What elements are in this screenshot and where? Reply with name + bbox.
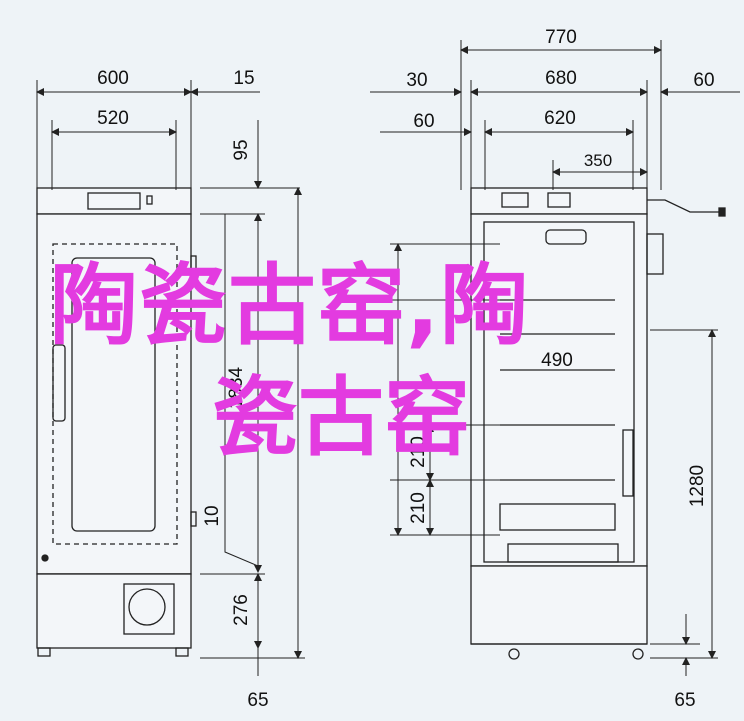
right-fan-icon	[545, 229, 587, 245]
right-vent-grille	[507, 543, 619, 563]
right-control-panel	[470, 187, 648, 215]
dim-95: 95	[231, 139, 252, 160]
dim-210-lower: 210	[408, 492, 429, 524]
right-display-icon	[501, 192, 529, 208]
left-display-icon	[87, 192, 141, 210]
left-recorder-dial	[128, 588, 166, 626]
right-side-panel	[646, 233, 664, 275]
right-dimensions	[370, 40, 740, 676]
left-lock-dot	[41, 554, 49, 562]
dim-65-right: 65	[674, 690, 695, 711]
dim-620: 620	[544, 108, 576, 129]
dim-65-left: 65	[247, 690, 268, 711]
dim-490: 490	[541, 350, 573, 371]
dim-60-left: 60	[413, 111, 434, 132]
right-base	[470, 565, 648, 645]
left-cabinet	[36, 187, 197, 657]
dim-30: 30	[406, 70, 427, 91]
dim-1834: 1834	[226, 366, 247, 409]
power-cord-icon	[647, 199, 720, 213]
left-control-panel	[36, 187, 192, 215]
dim-210-upper: 210	[408, 436, 429, 468]
dim-60-right: 60	[693, 70, 714, 91]
dim-680: 680	[545, 68, 577, 89]
left-handle	[52, 344, 66, 422]
left-hinge-top	[190, 255, 197, 271]
left-hinge-bottom	[190, 511, 197, 527]
dim-1280: 1280	[687, 465, 708, 507]
right-keypad-icon	[547, 192, 571, 208]
watermark-line-2: 瓷古窑	[212, 368, 470, 468]
left-foot-right	[175, 647, 189, 657]
right-wheel-left	[508, 648, 520, 660]
watermark-line-1: 陶瓷古窑,陶	[50, 254, 530, 357]
left-dimensions	[36, 80, 305, 676]
right-drawer	[499, 503, 616, 531]
left-switch-icon	[146, 195, 153, 205]
dim-10: 10	[202, 505, 223, 526]
left-base	[36, 573, 192, 649]
right-side-vent	[622, 429, 634, 497]
plug-icon	[718, 207, 726, 217]
left-recorder-icon	[123, 583, 175, 635]
dim-770: 770	[545, 27, 577, 48]
dim-276: 276	[231, 594, 252, 626]
dim-520: 520	[97, 108, 129, 129]
right-cabinet	[470, 187, 726, 660]
dim-15: 15	[233, 68, 254, 89]
left-foot-left	[37, 647, 51, 657]
left-glass-window	[71, 257, 156, 532]
right-wheel-right	[632, 648, 644, 660]
dim-350: 350	[584, 151, 612, 170]
dim-600: 600	[97, 68, 129, 89]
